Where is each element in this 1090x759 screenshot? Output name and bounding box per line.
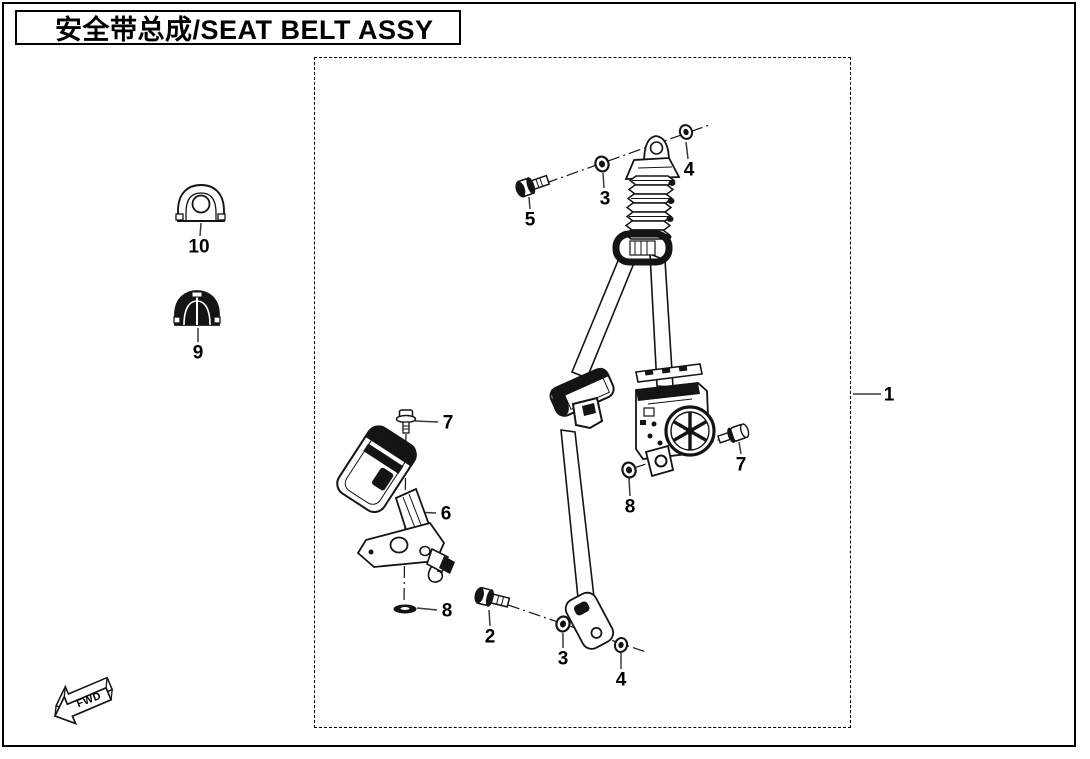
centerline-top bbox=[545, 123, 713, 184]
part-buckle-assembly bbox=[336, 425, 455, 583]
page-border bbox=[2, 2, 1076, 747]
callout-8-buckle-washer: 8 bbox=[441, 600, 453, 622]
buckle-button bbox=[372, 467, 394, 491]
tongue-latch-top-band bbox=[551, 367, 609, 400]
strap-shoulder bbox=[570, 254, 636, 380]
callout-1-assembly: 1 bbox=[883, 384, 895, 406]
bolt-2 bbox=[474, 586, 511, 608]
fwd-arrow bbox=[53, 676, 114, 726]
anchor-bolt-hole bbox=[590, 626, 603, 639]
retractor-mount-hole bbox=[654, 454, 668, 468]
part-d-ring-loop bbox=[612, 230, 673, 266]
callout-7-retractor-bolt: 7 bbox=[735, 454, 747, 476]
leader-7-retractor bbox=[738, 441, 742, 455]
anchor-belt-slot bbox=[573, 601, 590, 616]
washer-4-top bbox=[678, 124, 694, 140]
callout-6-buckle: 6 bbox=[440, 503, 452, 525]
strap-lap bbox=[560, 429, 595, 599]
title-box: 安全带总成/SEAT BELT ASSY bbox=[15, 10, 461, 45]
part-clip-10 bbox=[175, 184, 226, 222]
bracket-bolt-hole bbox=[389, 536, 409, 554]
tongue-blade-slot bbox=[582, 403, 596, 416]
fwd-arrow-face bbox=[53, 686, 113, 726]
clip-10-hole bbox=[191, 194, 211, 214]
leader-5 bbox=[528, 196, 531, 210]
buckle-head bbox=[336, 425, 417, 513]
mounting-ear-hole bbox=[649, 141, 664, 155]
leader-8-retractor bbox=[628, 477, 631, 497]
callout-4-washer-top: 4 bbox=[683, 159, 695, 181]
callout-9-clip: 9 bbox=[192, 342, 204, 364]
bellows-ribs bbox=[623, 175, 676, 240]
washer-3-top bbox=[594, 155, 610, 173]
leader-3-top bbox=[602, 172, 605, 189]
retractor-top-band bbox=[636, 383, 700, 401]
buckle-wire-connector bbox=[426, 547, 455, 583]
part-anchor-plate bbox=[564, 591, 615, 650]
bolt-5 bbox=[515, 174, 551, 198]
callout-5-bolt: 5 bbox=[524, 209, 536, 231]
washer-8-buckle bbox=[393, 604, 417, 614]
leader-lines bbox=[197, 141, 881, 669]
retractor-reel-wheel bbox=[664, 405, 716, 457]
bellows-cap bbox=[624, 157, 681, 180]
page-title: 安全带总成/SEAT BELT ASSY bbox=[55, 15, 434, 45]
callout-2-bolt: 2 bbox=[484, 626, 496, 648]
d-ring-belt-wrap bbox=[629, 240, 656, 256]
bolt-7-retractor bbox=[717, 423, 750, 444]
leader-2 bbox=[488, 609, 491, 627]
callout-3-washer-top: 3 bbox=[599, 188, 611, 210]
assembly-boundary-box bbox=[314, 57, 851, 728]
washer-3-bottom bbox=[555, 615, 571, 633]
callout-3-washer-bottom: 3 bbox=[557, 648, 569, 670]
leader-8-buckle bbox=[416, 607, 438, 611]
washer-4-bottom bbox=[613, 637, 629, 653]
part-retractor bbox=[635, 363, 716, 478]
callout-8-retractor-washer: 8 bbox=[624, 496, 636, 518]
part-clip-9 bbox=[173, 290, 221, 326]
leader-10 bbox=[199, 222, 202, 237]
washer-8-retractor bbox=[621, 461, 637, 479]
leader-4-top bbox=[685, 141, 689, 160]
leader-7-buckle bbox=[414, 420, 439, 423]
bolt-7-buckle bbox=[395, 409, 417, 434]
part-tongue-latch bbox=[549, 367, 615, 430]
callout-7-buckle-bolt: 7 bbox=[442, 412, 454, 434]
callout-4-washer-bottom: 4 bbox=[615, 669, 627, 691]
callout-10-clip: 10 bbox=[188, 236, 210, 258]
